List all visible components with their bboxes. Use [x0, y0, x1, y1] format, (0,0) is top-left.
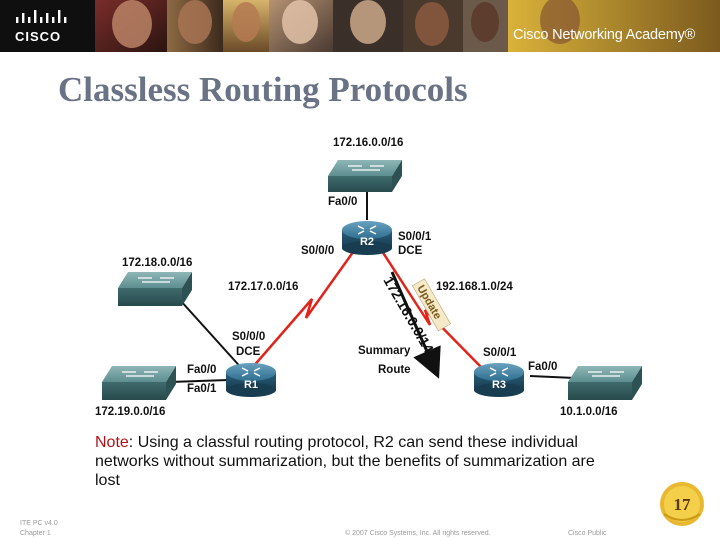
network-label-r2-r3: 192.168.1.0/24 [436, 281, 513, 293]
header-banner: CISCO Cisco Networking Academy® [0, 0, 720, 52]
network-label-r1-lan-top: 172.18.0.0/16 [122, 257, 192, 269]
page-number: 17 [674, 495, 692, 514]
iface-r2-s001: S0/0/1 [398, 231, 432, 243]
iface-r2-s000: S0/0/0 [301, 245, 334, 257]
academy-title: Cisco Networking Academy® [513, 27, 696, 43]
footer-classification: Cisco Public [568, 530, 607, 537]
iface-r1-fa00: Fa0/0 [187, 364, 216, 376]
banner-photos [0, 0, 720, 52]
router-r1-label: R1 [244, 379, 258, 391]
footer-chapter: Chapter 1 [20, 530, 51, 537]
page-title: Classless Routing Protocols [58, 70, 468, 109]
link-r3-switch [529, 375, 576, 379]
switch-r1-lan-top [118, 272, 192, 306]
note-body: : Using a classful routing protocol, R2 … [95, 434, 595, 489]
cisco-logo: CISCO [15, 10, 67, 44]
router-r2[interactable]: R2 [342, 221, 392, 255]
switch-r1-lan-bottom [102, 366, 176, 400]
summary-arrow [390, 271, 441, 379]
serial-link-r2-r3 [378, 247, 483, 369]
network-label-r1-r2: 172.17.0.0/16 [228, 281, 298, 293]
router-r3-label: R3 [492, 379, 506, 391]
network-label-r2-lan: 172.16.0.0/16 [333, 137, 403, 149]
link-r1-switch-top [179, 299, 246, 373]
note-keyword: Note [95, 434, 129, 451]
iface-r3-s001: S0/0/1 [483, 347, 517, 359]
switch-r3-lan [568, 366, 642, 400]
serial-link-r1-r2 [251, 247, 358, 369]
iface-r1-dce: DCE [236, 346, 261, 358]
page-number-badge: 17 [660, 482, 704, 526]
router-r3[interactable]: R3 [474, 363, 524, 397]
iface-r2-fa00: Fa0/0 [328, 196, 357, 208]
link-r1-switch-bottom [169, 379, 229, 383]
note-text: Note: Using a classful routing protocol,… [95, 433, 595, 490]
iface-r3-fa00: Fa0/0 [528, 361, 557, 373]
switch-r2-lan [328, 160, 402, 192]
iface-r1-s000: S0/0/0 [232, 331, 265, 343]
router-r2-label: R2 [360, 236, 374, 248]
router-r1[interactable]: R1 [226, 363, 276, 397]
network-label-r1-lan-bottom: 172.19.0.0/16 [95, 406, 165, 418]
network-label-r3-lan: 10.1.0.0/16 [560, 406, 618, 418]
cisco-wordmark: CISCO [15, 29, 61, 44]
iface-r2-dce: DCE [398, 245, 423, 257]
footer-copyright: © 2007 Cisco Systems, Inc. All rights re… [345, 530, 491, 537]
summary-route-label-1: Summary [358, 345, 411, 357]
summary-route-label-2: Route [378, 364, 411, 376]
footer-course: ITE PC v4.0 [20, 520, 58, 527]
iface-r1-fa01: Fa0/1 [187, 383, 217, 395]
